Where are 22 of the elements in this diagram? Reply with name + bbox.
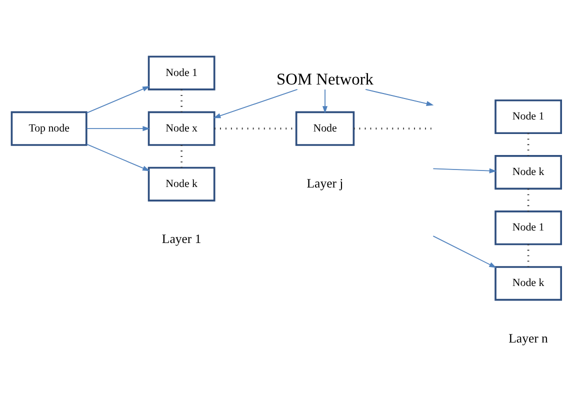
arrow xyxy=(432,168,497,173)
node-box: Node xyxy=(295,110,355,146)
node-box: Node 1 xyxy=(494,210,562,245)
arrow xyxy=(86,86,150,113)
arrow xyxy=(86,143,150,171)
node-box: Node k xyxy=(494,154,562,190)
arrow xyxy=(365,88,434,106)
label: Layer 1 xyxy=(162,232,202,246)
node-box: Top node xyxy=(10,110,88,146)
label: Layer j xyxy=(306,176,344,190)
arrow xyxy=(432,235,496,268)
arrow xyxy=(322,88,328,113)
node-text: SOM Network xyxy=(276,68,374,88)
label: Layer n xyxy=(508,330,548,345)
node-box: Node k xyxy=(148,166,216,201)
node-box: Node 1 xyxy=(148,55,216,90)
node-box: Node x xyxy=(148,110,216,146)
arrow xyxy=(213,88,298,118)
connector xyxy=(527,188,530,211)
node-box: Node 1 xyxy=(494,98,562,134)
arrow xyxy=(86,126,150,131)
node-box: Node k xyxy=(494,266,562,300)
